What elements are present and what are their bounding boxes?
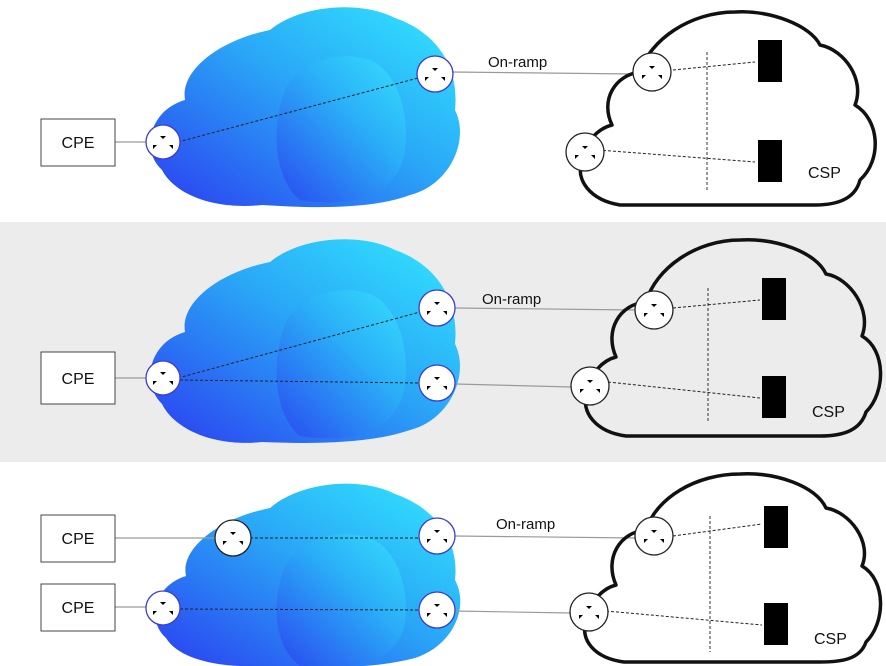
csp-internal-link	[672, 299, 761, 309]
cpe-box	[40, 583, 116, 632]
router-icon	[416, 55, 454, 93]
router-icon	[634, 516, 674, 556]
server-stack-icon	[758, 40, 782, 82]
csp-label: CSP	[814, 631, 847, 648]
backbone-path	[177, 77, 419, 143]
scenario-single-cpe-dual-onramp: CPE On-ramp CSP	[0, 222, 886, 462]
csp-label: CSP	[812, 404, 845, 421]
csp-internal-link	[605, 610, 763, 626]
csp-internal-link	[607, 381, 761, 399]
onramp-link	[451, 71, 636, 75]
cpe-label: CPE	[62, 371, 95, 388]
server-stack-icon	[764, 603, 788, 645]
csp-label: CSP	[808, 165, 841, 182]
router-icon	[418, 364, 456, 402]
csp-internal-link	[597, 149, 756, 163]
router-icon	[632, 52, 672, 92]
router-icon	[418, 517, 456, 555]
cpe-box	[40, 351, 116, 405]
server-stack-icon	[762, 376, 786, 418]
onramp-link	[454, 535, 637, 539]
provider-cloud	[155, 483, 461, 666]
router-icon	[565, 132, 605, 172]
server-stack-icon	[762, 278, 786, 320]
onramp-label: On-ramp	[488, 54, 547, 71]
router-icon	[634, 290, 674, 330]
csp-internal-link	[672, 523, 763, 537]
router-icon	[145, 590, 181, 626]
backbone-path	[177, 311, 421, 379]
router-icon	[214, 519, 252, 557]
cpe-label: CPE	[62, 135, 95, 152]
router-icon	[569, 592, 609, 632]
cpe-box	[40, 514, 116, 563]
server-stack-icon	[758, 140, 782, 182]
cpe-label: CPE	[62, 531, 95, 548]
onramp-link	[454, 307, 637, 311]
onramp-link	[454, 610, 572, 614]
onramp-link	[454, 383, 573, 388]
router-icon	[570, 366, 610, 406]
onramp-label: On-ramp	[496, 516, 555, 533]
router-icon	[145, 360, 181, 396]
csp-internal-link	[672, 61, 756, 71]
backbone-path	[179, 379, 421, 384]
provider-cloud	[150, 7, 460, 208]
provider-cloud	[150, 239, 460, 443]
server-stack-icon	[764, 506, 788, 548]
router-icon	[418, 289, 456, 327]
scenario-single-cpe-single-onramp: CPE On-ramp CSP	[0, 0, 886, 216]
backbone-path	[179, 608, 421, 611]
router-icon	[418, 591, 456, 629]
onramp-label: On-ramp	[482, 291, 541, 308]
cpe-label: CPE	[62, 600, 95, 617]
cpe-box	[40, 118, 116, 167]
router-icon	[145, 124, 181, 160]
scenario-dual-cpe-dual-onramp: CPE CPE On-ramp CSP	[0, 462, 886, 666]
